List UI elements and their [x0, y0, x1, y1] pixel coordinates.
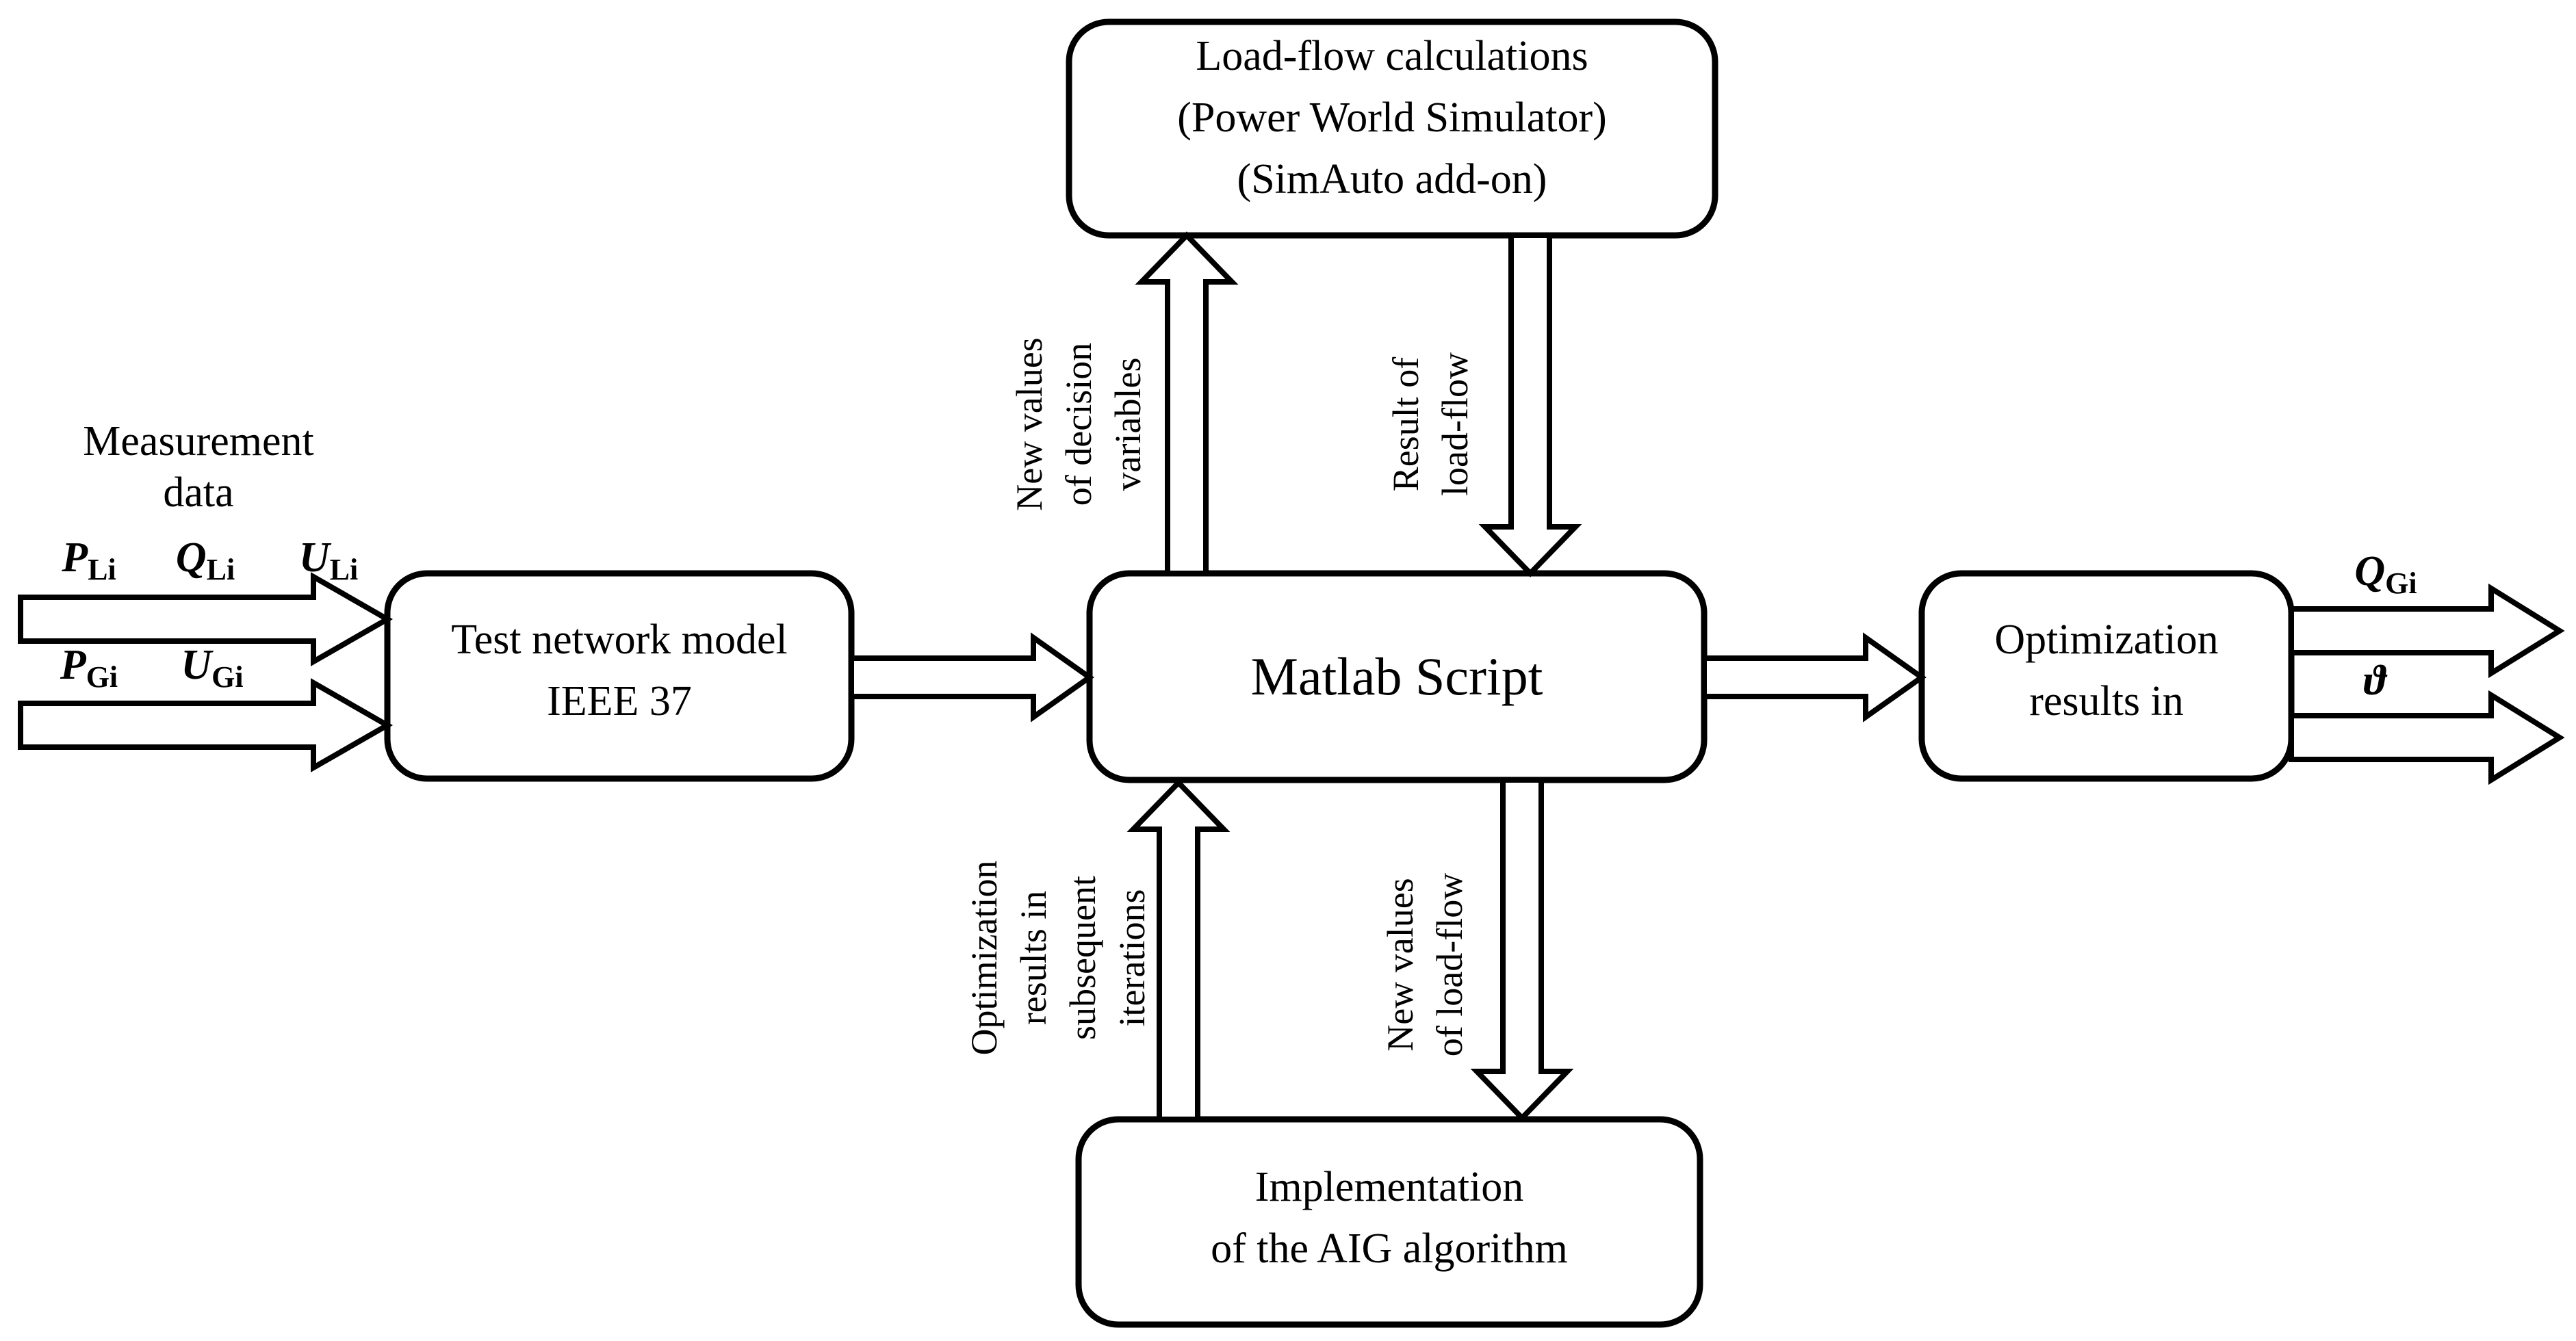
- connector-aig-to-matlab-up: [1126, 779, 1231, 1122]
- input-arrow-load-measurements-shape: [18, 572, 394, 666]
- connector-test-network-to-matlab-shape: [849, 632, 1094, 722]
- box-aig-implementation-shape: [1075, 1116, 1703, 1328]
- symbol-q-gi-output-base: Q: [2354, 548, 2385, 595]
- symbol-p-gi: PGi: [60, 642, 118, 694]
- connector-matlab-to-aig-down-shape: [1470, 777, 1574, 1122]
- flow-label-rlf-line-2: load-flow: [1434, 352, 1476, 496]
- box-test-network-line-1: Test network model: [451, 616, 788, 663]
- flow-label-rlf-line-1: Result of: [1385, 357, 1426, 492]
- box-aig-line-2: of the AIG algorithm: [1211, 1225, 1568, 1272]
- symbol-u-li: ULi: [299, 534, 358, 586]
- box-load-flow-line-2: (Power World Simulator): [1177, 94, 1607, 141]
- flow-label-optimization-results-subsequent-iterations: Optimization results in subsequent itera…: [964, 861, 1152, 1056]
- flow-label-ndv-line-3: variables: [1107, 358, 1148, 491]
- symbol-q-li-sub: Li: [207, 553, 235, 586]
- box-optimization-results-shape: [1918, 570, 2295, 782]
- connector-matlab-to-load-flow-up: [1135, 231, 1239, 576]
- output-arrow-qgi: [2289, 583, 2565, 679]
- connector-matlab-to-load-flow-up-shape: [1135, 231, 1239, 576]
- output-arrow-theta-shape: [2289, 690, 2565, 785]
- flow-label-new-values-decision-variables: New values of decision variables: [1009, 337, 1148, 510]
- flow-label-ndv-line-2: of decision: [1058, 343, 1099, 506]
- symbol-u-li-base: U: [299, 534, 332, 581]
- symbol-p-li: PLi: [61, 534, 116, 586]
- flow-label-nvlf-line-2: of load-flow: [1429, 873, 1470, 1056]
- flow-label-nvlf-line-1: New values: [1380, 878, 1421, 1051]
- box-matlab-script-label: Matlab Script: [1251, 647, 1543, 706]
- flow-label-ors-line-3: subsequent: [1062, 876, 1103, 1040]
- symbol-u-gi: UGi: [181, 642, 243, 694]
- box-load-flow-calculations[interactable]: Load-flow calculations (Power World Simu…: [1066, 18, 1718, 239]
- input-arrow-generator-measurements: [18, 678, 394, 772]
- box-optimization-results[interactable]: Optimization results in: [1918, 570, 2295, 782]
- connector-test-network-to-matlab: [849, 632, 1094, 722]
- symbol-u-li-sub: Li: [330, 553, 359, 586]
- symbol-q-li: QLi: [176, 534, 235, 586]
- flow-label-ors-line-1: Optimization: [964, 861, 1005, 1056]
- output-arrow-qgi-shape: [2289, 583, 2565, 679]
- measurement-data-line-1: Measurement: [83, 418, 313, 465]
- symbol-u-gi-base: U: [181, 642, 214, 688]
- box-test-network-model[interactable]: Test network model IEEE 37: [384, 570, 855, 782]
- flow-label-ndv-line-1: New values: [1009, 337, 1050, 510]
- input-symbols-load: PLi QLi ULi: [61, 534, 358, 586]
- symbol-p-li-sub: Li: [88, 553, 116, 586]
- box-optimization-results-line-1: Optimization: [1994, 616, 2218, 663]
- flow-label-new-values-of-load-flow: New values of load-flow: [1380, 873, 1470, 1056]
- output-arrow-theta: [2289, 690, 2565, 785]
- box-load-flow-line-1: Load-flow calculations: [1196, 33, 1588, 79]
- symbol-u-gi-sub: Gi: [211, 660, 243, 694]
- symbol-q-gi-output: QGi: [2354, 548, 2417, 600]
- symbol-q-gi-output-sub: Gi: [2385, 567, 2417, 600]
- box-matlab-script[interactable]: Matlab Script: [1086, 570, 1708, 783]
- symbol-theta-output-base: ϑ: [2364, 658, 2388, 704]
- connector-aig-to-matlab-up-shape: [1126, 779, 1231, 1122]
- input-arrow-generator-measurements-shape: [18, 678, 394, 772]
- box-optimization-results-line-2: results in: [2029, 678, 2184, 725]
- box-aig-implementation[interactable]: Implementation of the AIG algorithm: [1075, 1116, 1703, 1328]
- box-aig-line-1: Implementation: [1255, 1164, 1524, 1210]
- flow-label-ors-line-4: iterations: [1111, 889, 1152, 1027]
- input-symbols-generator: PGi UGi: [60, 642, 244, 694]
- connector-matlab-to-optimization-results-shape: [1701, 632, 1927, 722]
- input-arrow-load-measurements: [18, 572, 394, 666]
- measurement-data-header: Measurement data: [83, 418, 313, 516]
- box-load-flow-line-3: (SimAuto add-on): [1237, 156, 1547, 203]
- connector-load-flow-to-matlab-down-shape: [1478, 233, 1582, 577]
- symbol-theta-output: ϑ: [2364, 658, 2388, 704]
- symbol-p-li-base: P: [61, 534, 88, 581]
- box-test-network-model-shape: [384, 570, 855, 782]
- box-load-flow-calculations-shape: [1066, 18, 1718, 239]
- measurement-data-line-2: data: [163, 469, 233, 516]
- connector-load-flow-to-matlab-down: [1478, 233, 1582, 577]
- symbol-p-gi-sub: Gi: [86, 660, 118, 694]
- box-test-network-line-2: IEEE 37: [547, 678, 692, 725]
- symbol-p-gi-base: P: [60, 642, 87, 688]
- symbol-q-li-base: Q: [176, 534, 207, 581]
- connector-matlab-to-optimization-results: [1701, 632, 1927, 722]
- flow-label-ors-line-2: results in: [1013, 891, 1054, 1026]
- connector-matlab-to-aig-down: [1470, 777, 1574, 1122]
- flow-label-result-of-load-flow: Result of load-flow: [1385, 352, 1476, 496]
